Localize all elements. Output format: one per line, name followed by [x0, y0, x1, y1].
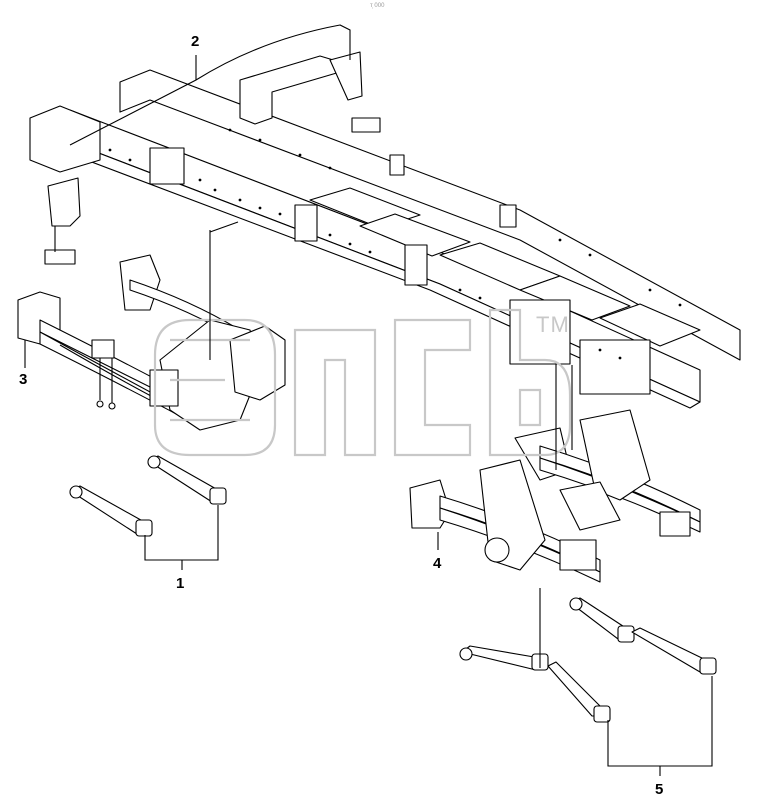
front-torque-rods: [69, 455, 227, 537]
callout-5: 5: [655, 781, 664, 798]
callout-3: 3: [19, 371, 28, 388]
callout-1: 1: [176, 575, 185, 592]
chassis-frame: [29, 51, 741, 409]
callout-4: 4: [433, 555, 442, 572]
front-suspension: [17, 254, 286, 431]
rear-torque-rods: [459, 597, 717, 723]
top-note: т̦ 000: [370, 3, 385, 9]
rear-suspension: [409, 409, 701, 583]
trademark-mark: TM: [536, 312, 570, 337]
callout-2: 2: [191, 33, 200, 50]
rivet-holes: [108, 128, 682, 360]
leader-lines: [24, 24, 713, 776]
